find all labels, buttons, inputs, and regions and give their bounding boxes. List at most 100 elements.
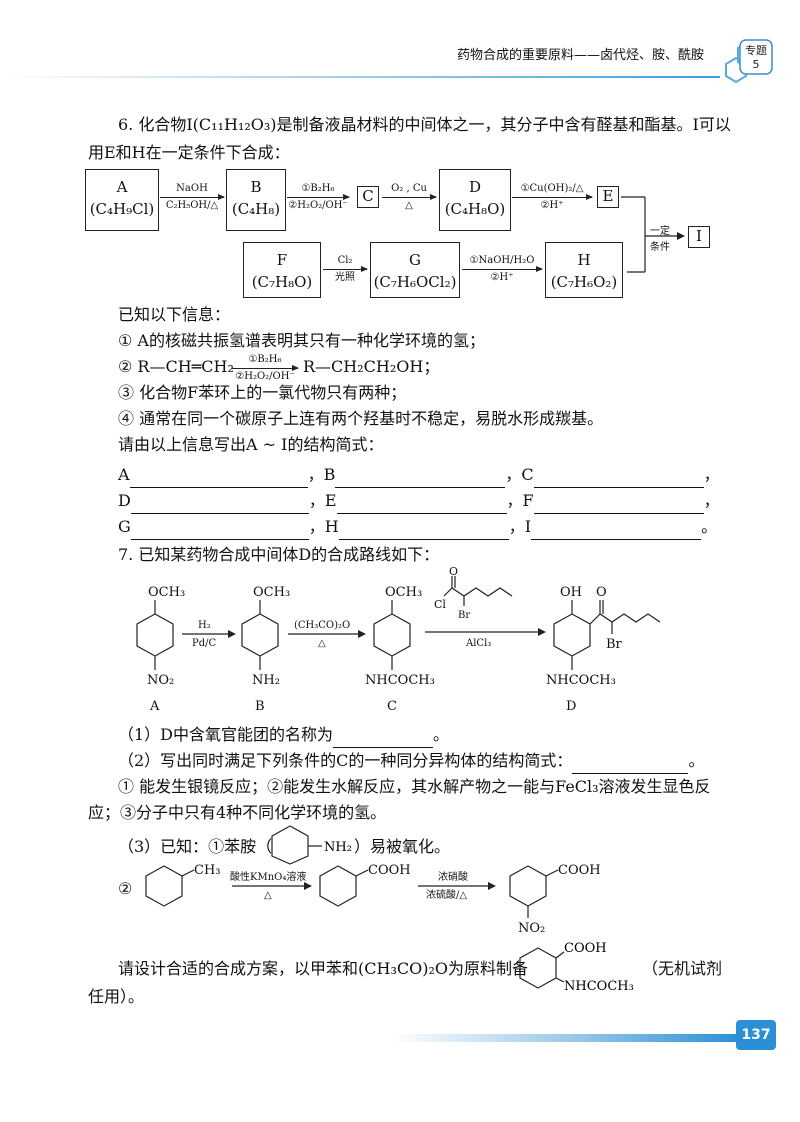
d-bottom-label: NHCOCH₃ [546, 673, 616, 688]
c-bottom-label: NHCOCH₃ [365, 673, 435, 688]
cooh-label-2: COOH [558, 863, 601, 878]
blank-row-2: D，E，F， [118, 488, 720, 514]
b-top-label: OCH₃ [253, 585, 290, 600]
info-2-left: ② R—CH═CH₂ [118, 357, 234, 376]
target-structure: COOH NHCOCH₃ [519, 941, 634, 994]
blank-row-1: A，B，C， [118, 462, 720, 488]
box-d: D(C₄H₈O) [439, 169, 511, 231]
answer-blank-q7-1[interactable] [333, 729, 434, 748]
benzene-ring-b [241, 613, 279, 657]
synthesis-route: OCH₃ NO₂ A H₂ Pd/C OCH₃ NH₂ B (CH₃CO)₂O … [136, 566, 661, 714]
arrow-cd-bottom: AlCl₃ [465, 638, 491, 649]
blank-row-3: G，H，I。 [118, 514, 717, 540]
arrow-ab-bottom: Pd/C [192, 638, 216, 649]
q7-part2: （2）写出同时满足下列条件的C的一种同分异构体的结构简式：。 [118, 748, 704, 774]
target-cooh: COOH [564, 941, 607, 956]
d-oh-label: OH [560, 585, 582, 600]
cooh-label-1: COOH [368, 863, 411, 878]
q6-intro-line2: 用E和H在一定条件下合成： [88, 143, 290, 162]
box-h: H(C₇H₆O₂) [545, 242, 623, 298]
answer-blank-d[interactable] [130, 495, 309, 514]
reagent-o: O [449, 566, 458, 578]
header-title: 药物合成的重要原料——卤代烃、胺、酰胺 [456, 48, 704, 63]
footer-rule [390, 1034, 740, 1042]
aniline-nh2: NH₂ [324, 840, 352, 855]
condition-bottom: 条件 [650, 242, 670, 253]
q3-pre: （3）已知：①苯胺（ [118, 837, 273, 856]
arrow-ab-top: H₂ [198, 620, 211, 631]
q7-intro: 7. 已知某药物合成中间体D的合成路线如下： [118, 545, 440, 564]
arrow-c-d: O₂ , Cu△ [382, 183, 437, 212]
compound-d-label: D [566, 699, 576, 714]
q3-2: ② [118, 879, 133, 898]
answer-blank-q7-2[interactable] [572, 755, 689, 774]
box-e: E [597, 186, 619, 208]
toluene-oxidation-scheme: CH₃ 酸性KMnO₄溶液 △ COOH 浓硝酸 浓硫酸/△ COOH NO₂ [145, 863, 601, 936]
cond-line1: ① 能发生银镜反应；②能发生水解反应，其水解产物之一能与FeCl₃溶液发生显色反 [118, 777, 711, 796]
info-2-right: R—CH₂CH₂OH； [303, 357, 440, 376]
answer-blank-c[interactable] [533, 469, 704, 488]
arrow-bc-top: (CH₃CO)₂O [294, 620, 350, 631]
answer-blank-h[interactable] [338, 521, 509, 540]
header-rule [0, 76, 720, 78]
q3-post: ）易被氧化。 [354, 837, 451, 856]
box-i: I [688, 226, 710, 248]
cond-line2: 应；③分子中只有4种不同化学环境的氢。 [88, 803, 387, 822]
a-bottom-label: NO₂ [147, 673, 174, 688]
answer-blank-g[interactable] [130, 521, 309, 540]
compound-a-label: A [149, 699, 160, 714]
page-number: 137 [736, 1020, 776, 1050]
badge-line2: 5 [753, 58, 760, 71]
nitro-bottom: 浓硫酸/△ [426, 888, 467, 901]
answer-blank-i[interactable] [531, 521, 702, 540]
design-pre: 请设计合适的合成方案，以甲苯和(CH₃CO)₂O为原料制备 [118, 959, 528, 978]
no2-label: NO₂ [518, 921, 545, 936]
b-bottom-label: NH₂ [252, 673, 280, 688]
info-3: ③ 化合物F苯环上的一氯代物只有两种； [118, 383, 407, 402]
arrow-d-e: ①Cu(OH)₂/△②H⁺ [512, 183, 593, 212]
box-g: G(C₇H₆OCl₂) [370, 242, 460, 298]
design-line2: 任用）。 [88, 987, 145, 1006]
answer-blank-a[interactable] [129, 469, 308, 488]
nitro-top: 浓硝酸 [438, 870, 468, 883]
topic-badge: 专题 5 [725, 39, 773, 84]
q6-intro-line1: 6. 化合物I(C₁₁H₁₂O₃)是制备液晶材料的中间体之一，其分子中含有醛基和… [118, 115, 731, 134]
known-title: 已知以下信息： [118, 305, 231, 324]
compound-c-label: C [387, 699, 397, 714]
d-br-label: Br [606, 637, 623, 652]
badge-line1: 专题 [745, 43, 767, 57]
ch3-label: CH₃ [194, 863, 221, 878]
box-f: F(C₇H₈O) [243, 242, 321, 298]
box-a: A(C₄H₉Cl) [85, 169, 159, 231]
benzene-ring-a [136, 613, 174, 657]
info-4: ④ 通常在同一个碳原子上连有两个羟基时不稳定，易脱水形成羰基。 [118, 409, 604, 428]
kmno4-bottom: △ [264, 890, 272, 901]
kmno4-top: 酸性KMnO₄溶液 [230, 870, 306, 883]
info-1: ① A的核磁共振氢谱表明其只有一种化学环境的氢； [118, 331, 485, 350]
answer-blank-b[interactable] [335, 469, 506, 488]
design-post: （无机试剂 [642, 959, 723, 978]
q7-part1: （1）D中含氧官能团的名称为。 [118, 722, 449, 748]
box-b: B(C₄H₈) [226, 169, 286, 231]
condition-top: 一定 [650, 226, 670, 237]
answer-blank-e[interactable] [336, 495, 507, 514]
c-top-label: OCH₃ [385, 585, 422, 600]
benzene-ring-d [553, 613, 591, 657]
merge-bracket [621, 196, 685, 273]
compound-b-label: B [255, 699, 265, 714]
reagent-chain [451, 587, 513, 597]
aniline-structure: NH₂ [271, 825, 352, 865]
hexagon-icon [725, 56, 747, 84]
arrow-bc-bottom: △ [318, 638, 326, 649]
benzene-ring-c [373, 613, 411, 657]
d-o-label: O [596, 585, 607, 600]
answer-blank-f[interactable] [533, 495, 704, 514]
ask: 请由以上信息写出A ~ I的结构简式： [118, 435, 384, 454]
reagent-br: Br [458, 610, 470, 621]
target-nhcoch3: NHCOCH₃ [564, 979, 634, 994]
